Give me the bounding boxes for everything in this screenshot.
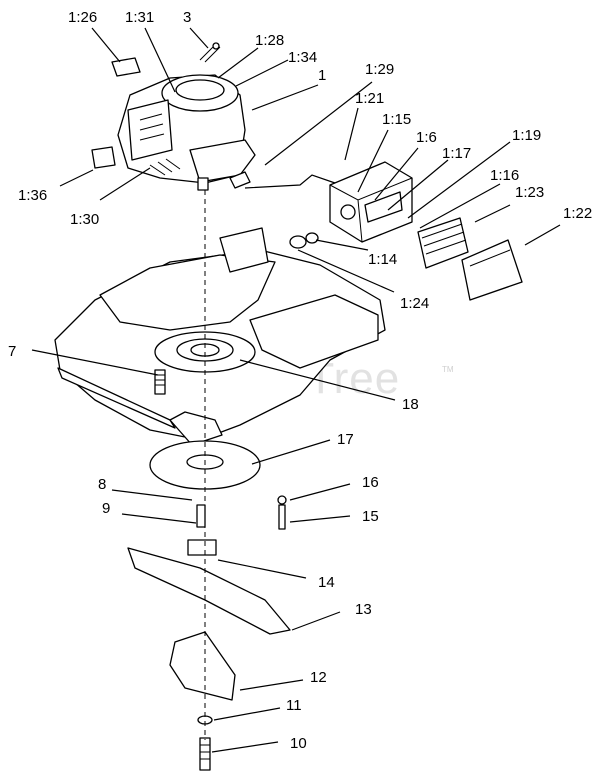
callout-1-31: 1:31 — [125, 9, 154, 26]
callout-1-36: 1:36 — [18, 187, 47, 204]
callout-1-22: 1:22 — [563, 205, 592, 222]
callout-1-16: 1:16 — [490, 167, 519, 184]
air-cleaner-body — [329, 161, 413, 243]
mower-deck — [54, 227, 386, 446]
watermark-trademark: TM — [442, 365, 454, 374]
callout-13: 13 — [355, 601, 372, 618]
filter-1-23 — [417, 217, 469, 269]
callout-11: 11 — [286, 697, 302, 714]
callout-1: 1 — [318, 67, 326, 84]
callout-1-24: 1:24 — [400, 295, 429, 312]
callout-labels: 1:26 1:31 3 1:28 1:34 1 1:29 1:21 1:15 1… — [8, 9, 592, 752]
decal-1-26 — [111, 57, 141, 77]
callout-12: 12 — [310, 669, 327, 686]
blade-plate-assembly — [127, 440, 291, 771]
callout-10: 10 — [290, 735, 307, 752]
bolt-7 — [154, 369, 166, 395]
engine-shroud-panel — [127, 99, 173, 161]
engine-assembly — [91, 42, 256, 191]
callout-9: 9 — [102, 500, 110, 517]
callout-1-29: 1:29 — [365, 61, 394, 78]
callout-1-15: 1:15 — [382, 111, 411, 128]
spacer-12 — [169, 631, 236, 701]
callout-8: 8 — [98, 476, 106, 493]
callout-1-23: 1:23 — [515, 184, 544, 201]
spacer-1-24 — [289, 235, 307, 249]
callout-16: 16 — [362, 474, 379, 491]
callout-1-21: 1:21 — [355, 90, 384, 107]
callout-1-17: 1:17 — [442, 145, 471, 162]
callout-1-28: 1:28 — [255, 32, 284, 49]
callout-1-26: 1:26 — [68, 9, 97, 26]
bolt-15 — [278, 504, 286, 530]
washer-16 — [277, 495, 287, 505]
callout-15: 15 — [362, 508, 379, 525]
key-9 — [196, 504, 206, 528]
blade-13 — [127, 547, 291, 635]
callout-1-6: 1:6 — [416, 129, 437, 146]
callout-18: 18 — [402, 396, 419, 413]
bolt-10 — [199, 737, 211, 771]
callout-7: 7 — [8, 343, 16, 360]
blade-adapter-14 — [187, 539, 217, 556]
callout-1-14: 1:14 — [368, 251, 397, 268]
cover-1-22 — [461, 239, 523, 301]
callout-1-34: 1:34 — [288, 49, 317, 66]
callout-1-19: 1:19 — [512, 127, 541, 144]
leader-lines — [31, 27, 561, 753]
decal-1-36 — [91, 146, 116, 169]
callout-14: 14 — [318, 574, 335, 591]
callout-1-30: 1:30 — [70, 211, 99, 228]
callout-17: 17 — [337, 431, 354, 448]
callout-3: 3 — [183, 9, 191, 26]
air-cleaner-assembly — [244, 161, 523, 301]
